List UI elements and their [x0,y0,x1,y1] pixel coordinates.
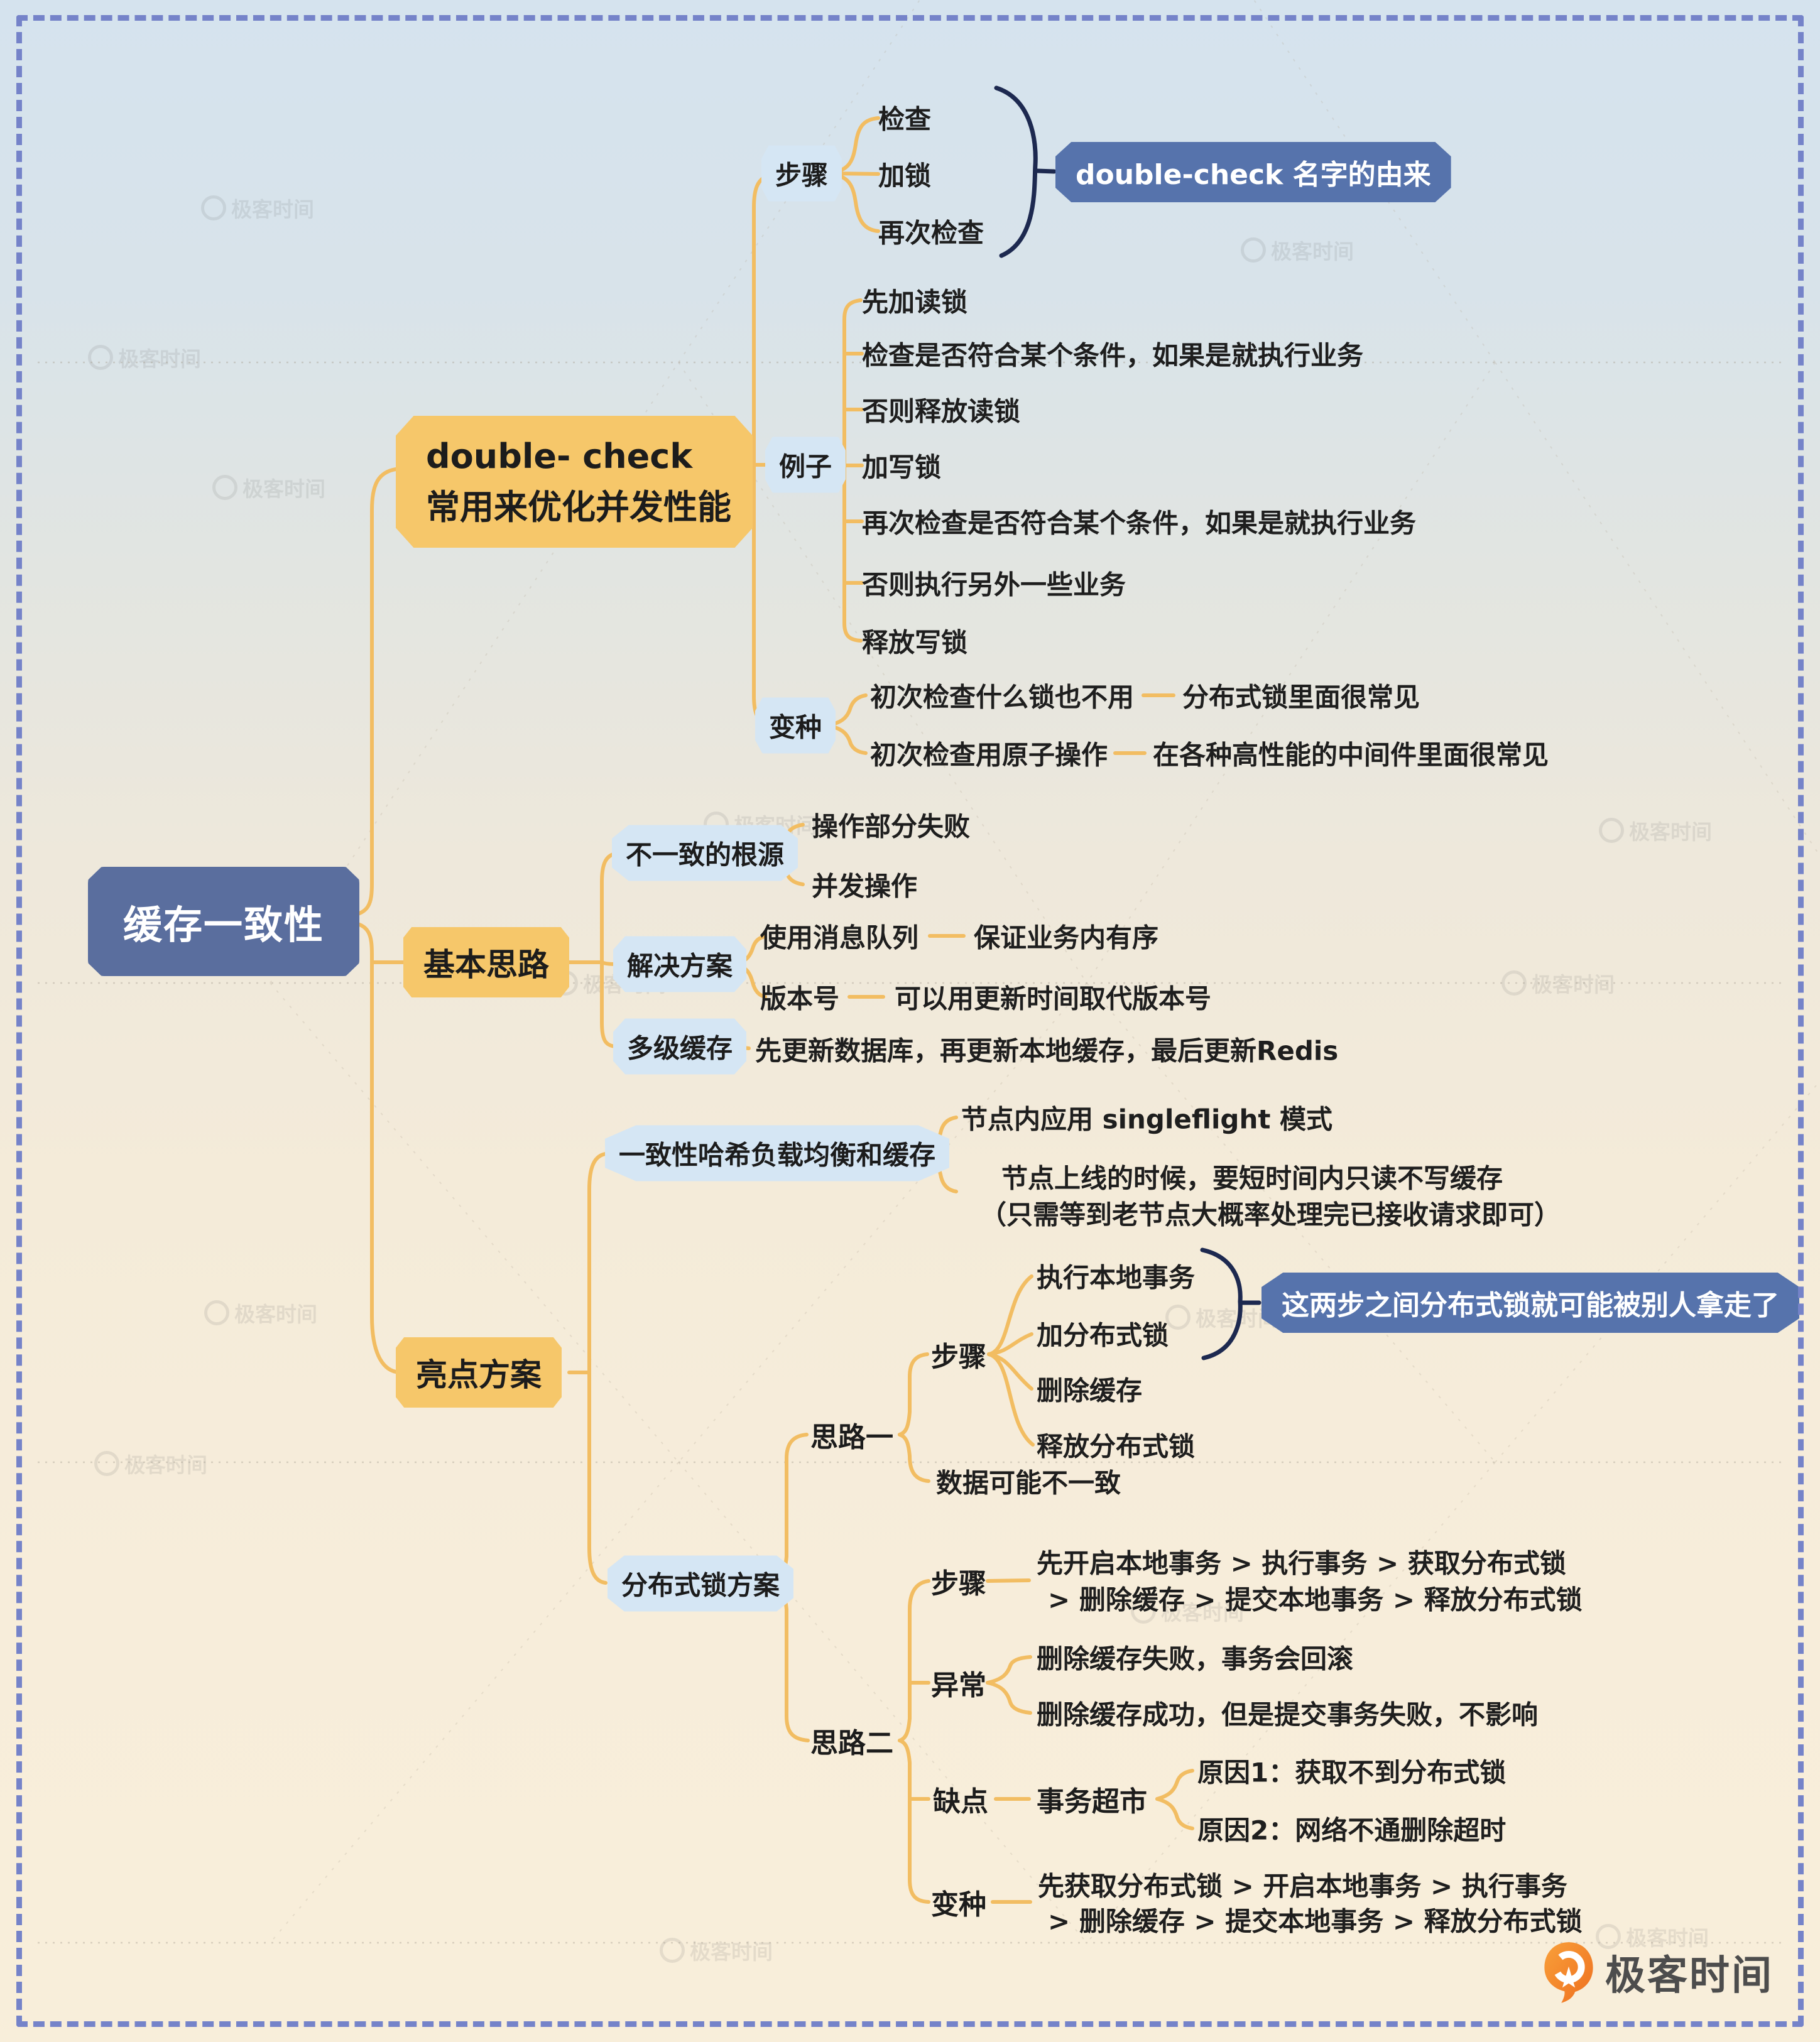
leaf-hash-1: 节点内应用 singleflight 模式 [961,1104,1333,1135]
label-idea2-variant: 变种 [931,1889,986,1921]
leaf-variant-1-note: 分布式锁里面很常见 [1182,682,1420,713]
watermark-text: 极客时间 [1161,1600,1244,1625]
geektime-watermark-icon [1599,818,1624,843]
watermark-text: 极客时间 [242,477,325,501]
label-idea2: 思路二 [810,1727,893,1759]
watermark: 极客时间 [201,193,314,223]
bubble-hash: 一致性哈希负载均衡和缓存 [605,1125,950,1181]
geektime-watermark-icon [88,345,113,370]
leaf-solution-2: 版本号 [760,983,840,1014]
note-doublecheck-name: double-check 名字的由来 [1055,142,1451,202]
geektime-watermark-icon [1501,970,1527,996]
leaf-example-1: 先加读锁 [862,286,968,318]
geektime-watermark-icon [1131,1599,1156,1624]
leaf-step-1: 检查 [878,104,932,135]
leaf-step-2: 加锁 [878,160,932,192]
leaf-solution-1: 使用消息队列 [760,922,919,953]
watermark-text: 极客时间 [124,1453,207,1477]
leaf-step-3: 再次检查 [878,217,984,249]
leaf-example-4: 加写锁 [862,452,942,483]
label-idea2-cons-item: 事务超市 [1037,1786,1147,1818]
leaf-idea1-step-3: 删除缓存 [1037,1375,1143,1406]
leaf-example-5: 再次检查是否符合某个条件，如果是就执行业务 [862,508,1417,539]
branch-highlight-node: 亮点方案 [396,1337,562,1408]
bubble-solution: 解决方案 [613,936,747,992]
leaf-idea1-step-2: 加分布式锁 [1037,1320,1169,1351]
doublecheck-line2: 常用来优化并发性能 [426,487,731,527]
leaf-idea2-variant-line1: 先获取分布式锁 > 开启本地事务 > 执行事务 [1038,1871,1567,1902]
watermark-text: 极客时间 [1532,972,1615,997]
watermark-text: 极客时间 [1626,1926,1709,1950]
leaf-source-2: 并发操作 [812,871,918,902]
leaf-example-2: 检查是否符合某个条件，如果是就执行业务 [862,340,1364,371]
leaf-solution-2-note: 可以用更新时间取代版本号 [895,983,1212,1014]
leaf-variant-1: 初次检查什么锁也不用 [870,682,1135,713]
doublecheck-line1: double- check [426,437,693,476]
watermark: 极客时间 [1241,235,1354,265]
leaf-variant-2-note: 在各种高性能的中间件里面很常见 [1153,739,1549,771]
watermark-text: 极客时间 [1271,239,1354,264]
watermark: 极客时间 [1501,968,1615,998]
note-idea1-lock-warning: 这两步之间分布式锁就可能被别人拿走了 [1261,1273,1799,1333]
label-idea1: 思路一 [810,1421,893,1453]
bubble-lock: 分布式锁方案 [608,1555,794,1612]
watermark-text: 极客时间 [234,1302,317,1327]
label-idea2-exceptions: 异常 [931,1670,986,1702]
leaf-idea1-step-1: 执行本地事务 [1037,1262,1196,1293]
watermark-text: 极客时间 [231,197,314,222]
leaf-hash-2-line1: 节点上线的时候，要短时间内只读不写缓存 [1001,1163,1503,1194]
watermark: 极客时间 [88,342,201,372]
leaf-idea2-variant-line2: > 删除缓存 > 提交本地事务 > 释放分布式锁 [1048,1906,1583,1937]
leaf-example-7: 释放写锁 [862,627,968,658]
bubble-steps: 步骤 [761,145,842,202]
geektime-watermark-icon [1241,237,1266,263]
watermark: 极客时间 [212,472,325,502]
brace-marks [994,85,1261,1360]
watermark-text: 极客时间 [1629,820,1712,844]
root-node: 缓存一致性 [88,867,360,976]
geektime-watermark-icon [1596,1924,1621,1949]
branch-doublecheck-node: double- check 常用来优化并发性能 [396,416,753,548]
leaf-idea2-exception-2: 删除缓存成功，但是提交事务失败，不影响 [1037,1699,1539,1730]
geektime-watermark-icon [94,1451,119,1476]
watermark: 极客时间 [1596,1921,1709,1952]
leaf-idea2-steps-line1: 先开启本地事务 > 执行事务 > 获取分布式锁 [1037,1548,1566,1579]
branch-basic-node: 基本思路 [403,927,569,997]
leaf-idea1-step-4: 释放分布式锁 [1037,1431,1196,1462]
leaf-source-1: 操作部分失败 [812,811,971,842]
geektime-watermark-icon [660,1938,685,1963]
geektime-watermark-icon [204,1300,229,1325]
geektime-logo-icon [1544,1942,1593,2003]
leaf-idea2-reason-1: 原因1：获取不到分布式锁 [1197,1757,1507,1788]
watermark: 极客时间 [204,1298,317,1328]
leaf-idea1-risk: 数据可能不一致 [936,1467,1121,1499]
leaf-solution-1-note: 保证业务内有序 [974,922,1159,953]
bubble-source: 不一致的根源 [612,825,798,881]
leaf-idea2-steps-line2: > 删除缓存 > 提交本地事务 > 释放分布式锁 [1048,1584,1583,1616]
leaf-idea2-exception-1: 删除缓存失败，事务会回滚 [1037,1643,1354,1675]
watermark: 极客时间 [660,1935,773,1965]
leaf-example-6: 否则执行另外一些业务 [862,569,1126,600]
bubble-multilevel: 多级缓存 [613,1018,747,1075]
leaf-variant-2: 初次检查用原子操作 [870,739,1108,771]
geektime-watermark-icon [1165,1305,1191,1330]
label-idea2-cons: 缺点 [933,1786,988,1818]
geektime-logo: 极客时间 [1542,1941,1774,2004]
label-idea1-steps: 步骤 [931,1341,986,1373]
geektime-watermark-icon [212,475,237,500]
geektime-watermark-icon [201,195,226,220]
bubble-variant: 变种 [755,697,836,754]
watermark: 极客时间 [1131,1596,1244,1626]
watermark-text: 极客时间 [118,347,201,371]
leaf-hash-2-line2: （只需等到老节点大概率处理完已接收请求即可） [980,1199,1561,1230]
leaf-example-3: 否则释放读锁 [862,396,1021,427]
leaf-idea2-reason-2: 原因2：网络不通删除超时 [1197,1815,1507,1846]
geektime-logo-text: 极客时间 [1605,1953,1774,1999]
watermark-text: 极客时间 [690,1940,773,1964]
leaf-multilevel-note: 先更新数据库，再更新本地缓存，最后更新Redis [755,1035,1339,1067]
bubble-example: 例子 [765,437,846,493]
label-idea2-steps: 步骤 [931,1568,986,1600]
watermark: 极客时间 [1599,815,1712,845]
watermark: 极客时间 [94,1448,207,1479]
